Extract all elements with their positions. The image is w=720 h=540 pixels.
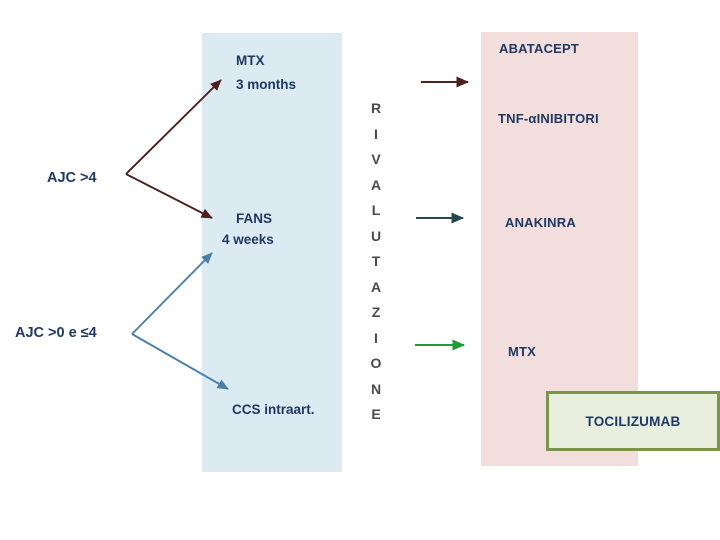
highlight-box-tocilizumab[interactable]: TOCILIZUMAB — [546, 391, 720, 451]
biologic-label-anakinra: ANAKINRA — [505, 215, 576, 230]
connector-ajc-low-to-fans — [131, 252, 213, 335]
criteria-label-ajc-high: AJC >4 — [47, 170, 97, 186]
treatment-fans-duration: 4 weeks — [222, 232, 274, 247]
vertical-letter-9: I — [374, 329, 378, 346]
vertical-letter-4: L — [371, 202, 381, 218]
treatment-mtx-name: MTX — [236, 53, 265, 68]
vertical-letter-6: T — [371, 253, 381, 269]
treatment-fans-name: FANS — [236, 211, 273, 226]
vertical-letter-0: R — [370, 100, 382, 116]
biologic-label-tnf-alpha-inibitori: TNF-αINIBITORI — [498, 111, 599, 126]
vertical-letter-10: O — [370, 355, 382, 371]
biologic-label-mtx: MTX — [508, 344, 537, 359]
vertical-letter-5: U — [370, 227, 382, 244]
vertical-letter-2: V — [371, 151, 381, 167]
treatment-stage-panel — [202, 33, 342, 472]
criteria-label-ajc-low: AJC >0 e ≤4 — [15, 325, 97, 341]
vertical-letter-7: A — [370, 278, 382, 295]
highlight-box-label: TOCILIZUMAB — [585, 413, 681, 429]
treatment-ccs-name: CCS intraart. — [232, 402, 315, 417]
vertical-letter-12: E — [371, 406, 381, 422]
connector-ajc-high-to-fans — [125, 173, 213, 219]
treatment-mtx-duration: 3 months — [236, 77, 297, 92]
vertical-letter-11: N — [370, 380, 382, 397]
vertical-letter-3: A — [370, 176, 382, 193]
biologic-label-abatacept: ABATACEPT — [499, 41, 580, 56]
vertical-letter-8: Z — [371, 304, 381, 320]
vertical-letter-1: I — [374, 125, 378, 142]
